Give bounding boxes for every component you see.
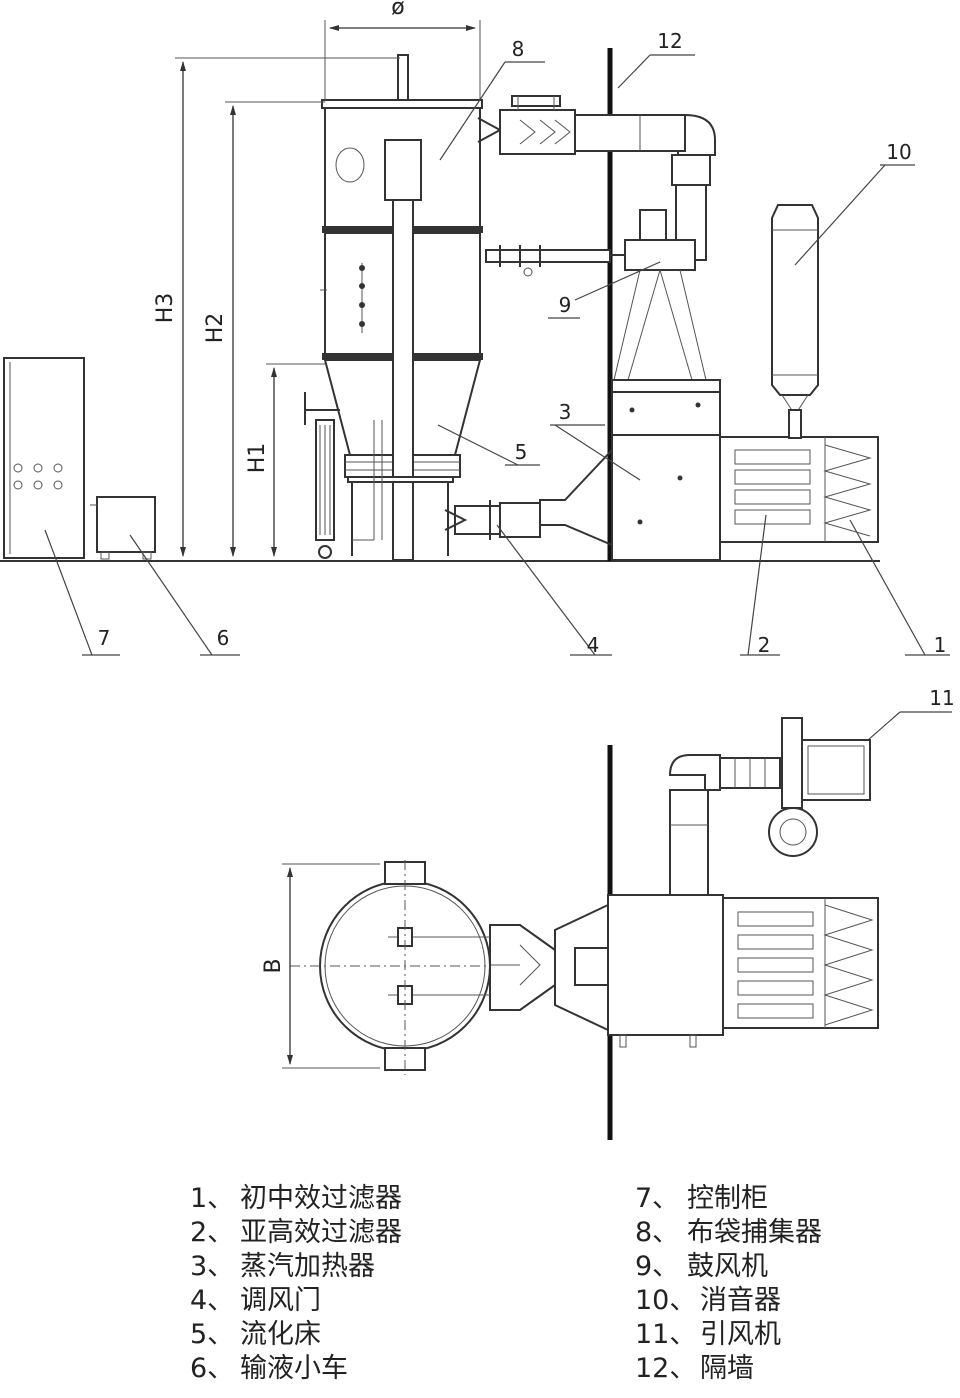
callout-7: 7	[98, 626, 111, 650]
callout-8: 8	[512, 37, 525, 61]
legend-text-3: 蒸汽加热器	[240, 1251, 375, 1282]
legend-num-8: 8、	[635, 1217, 679, 1248]
dim-label-diameter: ø	[391, 0, 404, 20]
dim-label-b: B	[261, 958, 286, 973]
legend-num-1: 1、	[190, 1183, 234, 1214]
plan-heater-box	[607, 894, 724, 1036]
callout-11: 11	[929, 686, 954, 710]
legend-num-5: 5、	[190, 1319, 234, 1350]
legend-text-4: 调风门	[240, 1285, 321, 1316]
dimension-lines	[175, 20, 481, 557]
legend: 1、 初中效过滤器 2、 亚高效过滤器 3、 蒸汽加热器 4、 调风门 5、 流…	[190, 1183, 822, 1384]
legend-num-4: 4、	[190, 1285, 234, 1316]
legend-text-2: 亚高效过滤器	[240, 1217, 402, 1248]
infusion-cart	[90, 496, 156, 560]
plan-filter-box	[722, 897, 879, 1029]
dim-label-h3: H3	[153, 293, 178, 324]
callout-1: 1	[934, 633, 947, 657]
legend-text-5: 流化床	[240, 1319, 321, 1350]
legend-text-12: 隔墙	[700, 1353, 754, 1384]
dim-label-h2: H2	[203, 313, 228, 344]
legend-text-9: 鼓风机	[687, 1251, 768, 1282]
callout-3: 3	[559, 400, 572, 424]
legend-text-11: 引风机	[700, 1319, 781, 1350]
legend-text-7: 控制柜	[687, 1183, 768, 1214]
legend-num-11: 11、	[635, 1319, 696, 1350]
filter-box	[719, 436, 879, 543]
callout-6: 6	[217, 626, 230, 650]
legend-num-7: 7、	[635, 1183, 679, 1214]
legend-text-1: 初中效过滤器	[240, 1183, 402, 1214]
callout-10: 10	[886, 140, 911, 164]
blower	[485, 209, 707, 381]
legend-num-2: 2、	[190, 1217, 234, 1248]
callout-2: 2	[758, 633, 771, 657]
callout-5: 5	[515, 440, 528, 464]
callout-9: 9	[559, 293, 572, 317]
callout-4: 4	[587, 633, 600, 657]
silencer	[771, 204, 819, 439]
legend-num-3: 3、	[190, 1251, 234, 1282]
legend-text-6: 输液小车	[240, 1353, 348, 1384]
legend-num-10: 10、	[635, 1285, 696, 1316]
exhaust-duct	[477, 95, 716, 261]
control-cabinet	[3, 357, 85, 559]
legend-text-8: 布袋捕集器	[687, 1217, 822, 1248]
plan-fluid-bed	[290, 860, 491, 1075]
leader-lines	[44, 54, 952, 776]
callout-12: 12	[657, 29, 682, 53]
legend-text-10: 消音器	[700, 1285, 781, 1316]
dim-label-h1: H1	[245, 443, 270, 474]
steam-heater	[539, 379, 721, 561]
fluid-bed-tower	[320, 54, 483, 561]
legend-num-6: 6、	[190, 1353, 234, 1384]
exhaust-fan	[668, 717, 871, 857]
lift-trolley	[304, 392, 340, 559]
legend-num-12: 12、	[635, 1353, 696, 1384]
legend-num-9: 9、	[635, 1251, 679, 1282]
damper	[444, 500, 541, 540]
